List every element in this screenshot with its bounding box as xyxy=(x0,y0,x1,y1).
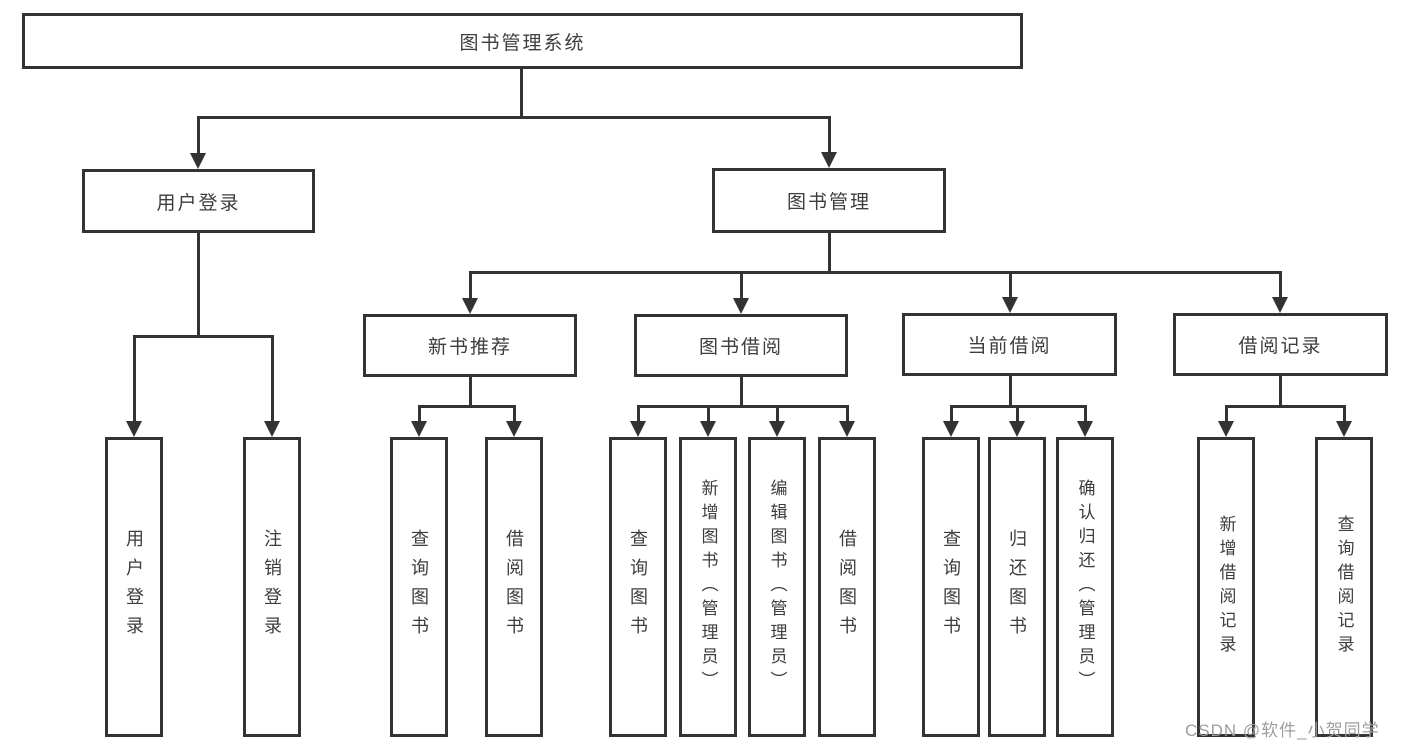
leaf-bb-query-books: 查询图书 xyxy=(609,437,667,737)
connector-line xyxy=(828,233,831,274)
arrow-down-icon xyxy=(769,421,785,437)
connector-line xyxy=(469,377,472,408)
connector-line xyxy=(133,335,136,423)
node-label: 图书管理系统 xyxy=(459,32,586,54)
connector-line xyxy=(776,405,779,423)
connector-line xyxy=(418,405,516,408)
node-label: 图书借阅 xyxy=(698,337,783,358)
connector-line xyxy=(1279,271,1282,299)
arrow-down-icon xyxy=(190,153,206,169)
connector-line xyxy=(637,405,640,423)
arrow-down-icon xyxy=(821,152,837,168)
leaf-bb-edit-books-admin: 编辑图书（管理员） xyxy=(748,437,806,737)
watermark: CSDN @软件_小贺同学 xyxy=(1185,721,1380,740)
arrow-down-icon xyxy=(630,421,646,437)
connector-line xyxy=(1016,405,1019,423)
connector-line xyxy=(1279,376,1282,408)
connector-line xyxy=(513,405,516,423)
connector-line xyxy=(197,233,200,338)
connector-line xyxy=(197,116,831,119)
connector-line xyxy=(740,377,743,408)
leaf-br-add-record: 新增借阅记录 xyxy=(1197,437,1255,737)
connector-line xyxy=(707,405,710,423)
node-book-borrowing: 图书借阅 xyxy=(634,314,848,377)
connector-line xyxy=(469,271,472,300)
arrow-down-icon xyxy=(1009,421,1025,437)
connector-line xyxy=(133,335,274,338)
node-label: 图书管理 xyxy=(786,192,871,213)
leaf-nb-query-books: 查询图书 xyxy=(390,437,448,737)
connector-line xyxy=(846,405,849,423)
arrow-down-icon xyxy=(733,298,749,314)
node-label: 新书推荐 xyxy=(427,337,512,358)
connector-line xyxy=(637,405,849,408)
arrow-down-icon xyxy=(1218,421,1234,437)
leaf-user-login: 用户登录 xyxy=(105,437,163,737)
arrow-down-icon xyxy=(264,421,280,437)
leaf-bb-borrow-books: 借阅图书 xyxy=(818,437,876,737)
node-new-book-recommendation: 新书推荐 xyxy=(363,314,577,377)
arrow-down-icon xyxy=(1002,297,1018,313)
node-book-management: 图书管理 xyxy=(712,168,946,233)
connector-line xyxy=(950,405,953,423)
node-library-management-system: 图书管理系统 xyxy=(22,13,1023,69)
leaf-nb-borrow-books: 借阅图书 xyxy=(485,437,543,737)
connector-line xyxy=(740,271,743,300)
connector-line xyxy=(520,68,523,118)
arrow-down-icon xyxy=(1077,421,1093,437)
node-label: 用户登录 xyxy=(156,192,241,214)
arrow-down-icon xyxy=(1272,297,1288,313)
node-user-login: 用户登录 xyxy=(82,169,315,233)
arrow-down-icon xyxy=(126,421,142,437)
node-label: 借阅记录 xyxy=(1238,336,1323,357)
connector-line xyxy=(1343,405,1346,423)
arrow-down-icon xyxy=(700,421,716,437)
connector-line xyxy=(1009,271,1012,299)
connector-line xyxy=(197,116,200,155)
leaf-cb-query-books: 查询图书 xyxy=(922,437,980,737)
arrow-down-icon xyxy=(506,421,522,437)
node-label: 当前借阅 xyxy=(967,336,1052,357)
arrow-down-icon xyxy=(462,298,478,314)
arrow-down-icon xyxy=(411,421,427,437)
connector-line xyxy=(1009,376,1012,408)
connector-line xyxy=(271,335,274,423)
connector-line xyxy=(828,116,831,154)
connector-line xyxy=(1084,405,1087,423)
leaf-bb-add-books-admin: 新增图书（管理员） xyxy=(679,437,737,737)
connector-line xyxy=(1225,405,1228,423)
arrow-down-icon xyxy=(943,421,959,437)
leaf-br-query-record: 查询借阅记录 xyxy=(1315,437,1373,737)
arrow-down-icon xyxy=(1336,421,1352,437)
leaf-cb-confirm-return-admin: 确认归还（管理员） xyxy=(1056,437,1114,737)
connector-line xyxy=(1225,405,1346,408)
leaf-logout: 注销登录 xyxy=(243,437,301,737)
connector-line xyxy=(469,271,1282,274)
leaf-cb-return-books: 归还图书 xyxy=(988,437,1046,737)
arrow-down-icon xyxy=(839,421,855,437)
node-borrowing-records: 借阅记录 xyxy=(1173,313,1388,376)
connector-line xyxy=(418,405,421,423)
node-current-borrowing: 当前借阅 xyxy=(902,313,1117,376)
